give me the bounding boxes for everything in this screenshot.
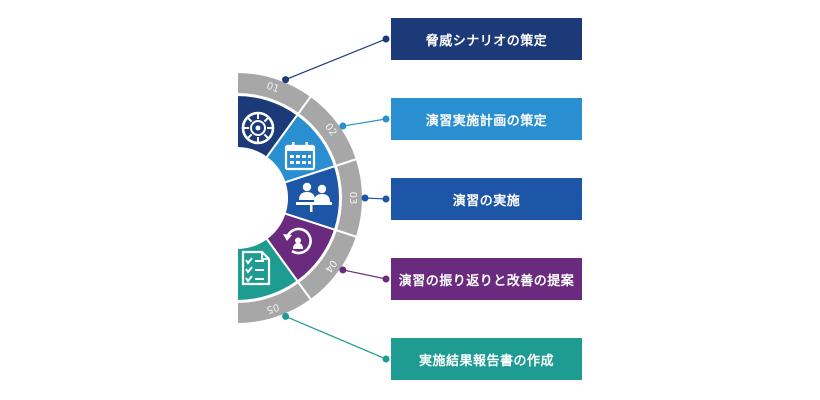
calendar-icon (284, 142, 316, 171)
connector-line-03 (364, 197, 387, 200)
connector-dot-box-02 (382, 115, 390, 123)
outer-ring (236, 70, 364, 326)
connector-dot-ring-01 (282, 76, 290, 84)
segment-number-05: 05 (265, 301, 281, 315)
segment-icons (241, 111, 332, 286)
step-box-4: 演習の振り返りと改善の提案 (391, 258, 582, 300)
segment-number-03: 03 (347, 192, 358, 205)
roulette-wheel-icon (241, 111, 275, 145)
step-box-2: 演習実施計画の策定 (391, 98, 582, 140)
connector-line-04 (342, 269, 387, 280)
step-box-1: 脅威シナリオの策定 (391, 18, 582, 60)
connector-dot-box-05 (382, 355, 390, 363)
step-box-5: 実施結果報告書の作成 (391, 338, 582, 380)
report-checklist-icon (241, 250, 271, 286)
connector-dot-ring-04 (339, 266, 347, 274)
connector-line-02 (342, 118, 387, 127)
connectors (282, 35, 390, 363)
connector-dot-ring-05 (282, 312, 290, 320)
review-cycle-icon (283, 227, 312, 255)
outer-segment-05 (236, 280, 313, 326)
connector-dot-box-04 (382, 275, 390, 283)
connector-dot-box-01 (382, 35, 390, 43)
meeting-people-icon (296, 182, 332, 212)
connector-dot-ring-02 (339, 122, 347, 130)
connector-dot-ring-03 (361, 194, 369, 202)
connector-line-01 (285, 38, 387, 81)
connector-line-05 (285, 315, 387, 360)
connector-dot-box-03 (382, 195, 390, 203)
segment-number-01: 01 (265, 81, 281, 95)
step-box-3: 演習の実施 (391, 178, 582, 220)
